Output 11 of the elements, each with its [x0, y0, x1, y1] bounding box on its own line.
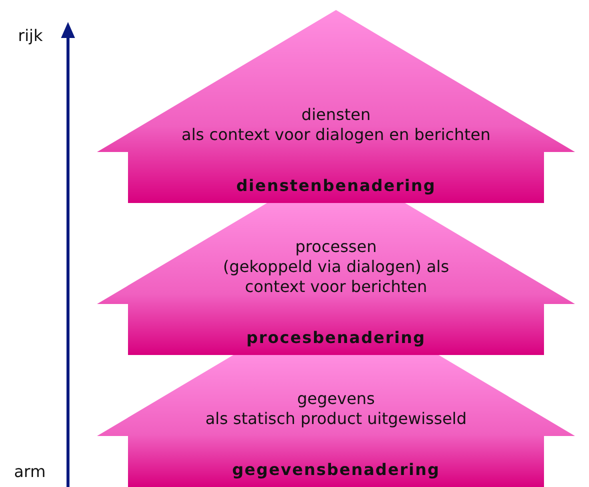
level-title: processen: [294, 237, 378, 257]
level-description: (gekoppeld via dialogen) als context voor berichten: [222, 257, 450, 297]
approach-heading: gegevensbenadering: [232, 460, 440, 480]
approach-heading: procesbenadering: [246, 328, 426, 348]
approach-heading: dienstenbenadering: [236, 176, 436, 196]
axis-label: rijk: [18, 26, 43, 45]
level-title: gegevens: [296, 389, 376, 409]
level-description: als context voor dialogen en berichten: [180, 125, 492, 145]
level-title: diensten: [300, 105, 372, 125]
level-description: als statisch product uitgewisseld: [204, 409, 468, 429]
axis-label: arm: [14, 462, 46, 481]
